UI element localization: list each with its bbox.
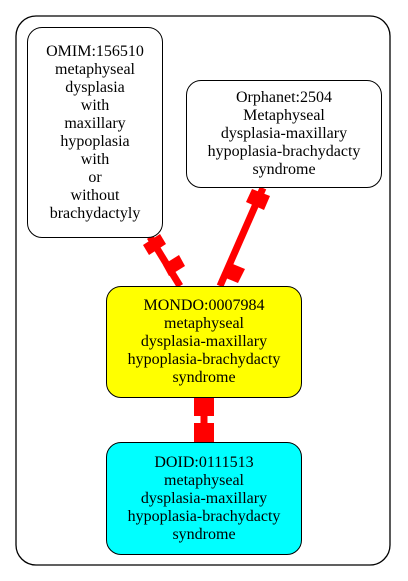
node-orphanet-line: Metaphyseal <box>243 107 325 124</box>
node-omim-line: metaphyseal <box>55 60 135 78</box>
edge-orphanet-mondo-marker-bottom <box>221 262 245 283</box>
edge-mondo-doid-marker-top <box>194 398 214 416</box>
node-orphanet-line: dysplasia-maxillary <box>220 125 348 142</box>
node-orphanet-line: hypoplasia-brachydacty <box>207 143 361 160</box>
node-mondo-line: metaphyseal <box>164 315 244 332</box>
node-mondo[interactable]: MONDO:0007984 metaphyseal dysplasia-maxi… <box>106 286 302 398</box>
node-doid-line: DOID:0111513 <box>154 453 254 471</box>
node-omim-line: hypoplasia <box>60 132 130 150</box>
node-omim[interactable]: OMIM:156510 metaphyseal dysplasia with m… <box>27 27 163 238</box>
node-mondo-line: dysplasia-maxillary <box>140 333 268 350</box>
node-doid[interactable]: DOID:0111513 metaphyseal dysplasia-maxil… <box>106 442 302 555</box>
node-omim-line: OMIM:156510 <box>46 42 144 60</box>
node-orphanet-line: syndrome <box>252 161 316 178</box>
edge-mondo-doid <box>194 398 214 442</box>
edge-omim-mondo-marker-bottom <box>163 255 185 276</box>
node-omim-line: with <box>80 96 110 114</box>
node-omim-line: with <box>80 150 110 168</box>
node-doid-line: dysplasia-maxillary <box>140 489 268 507</box>
node-omim-line: maxillary <box>64 114 126 132</box>
node-omim-line: dysplasia <box>65 78 125 96</box>
node-orphanet-line: Orphanet:2504 <box>236 89 332 106</box>
edge-orphanet-mondo-marker-top <box>246 189 270 210</box>
node-mondo-line: syndrome <box>172 369 236 386</box>
edge-orphanet-mondo <box>216 186 270 288</box>
node-doid-line: metaphyseal <box>164 471 244 489</box>
node-doid-line: syndrome <box>172 525 236 543</box>
edge-omim-mondo-marker-top <box>143 234 166 255</box>
node-omim-line: or <box>88 168 102 186</box>
node-mondo-line: hypoplasia-brachydacty <box>127 351 281 368</box>
node-orphanet[interactable]: Orphanet:2504 Metaphyseal dysplasia-maxi… <box>186 80 382 188</box>
node-mondo-line: MONDO:0007984 <box>143 297 265 314</box>
node-omim-line: without <box>70 186 120 204</box>
edge-mondo-doid-marker-bottom <box>194 423 214 442</box>
edge-omim-mondo <box>143 234 185 288</box>
node-doid-line: hypoplasia-brachydacty <box>127 507 281 525</box>
node-omim-line: brachydactyly <box>49 204 141 222</box>
cluster-border <box>15 15 391 566</box>
